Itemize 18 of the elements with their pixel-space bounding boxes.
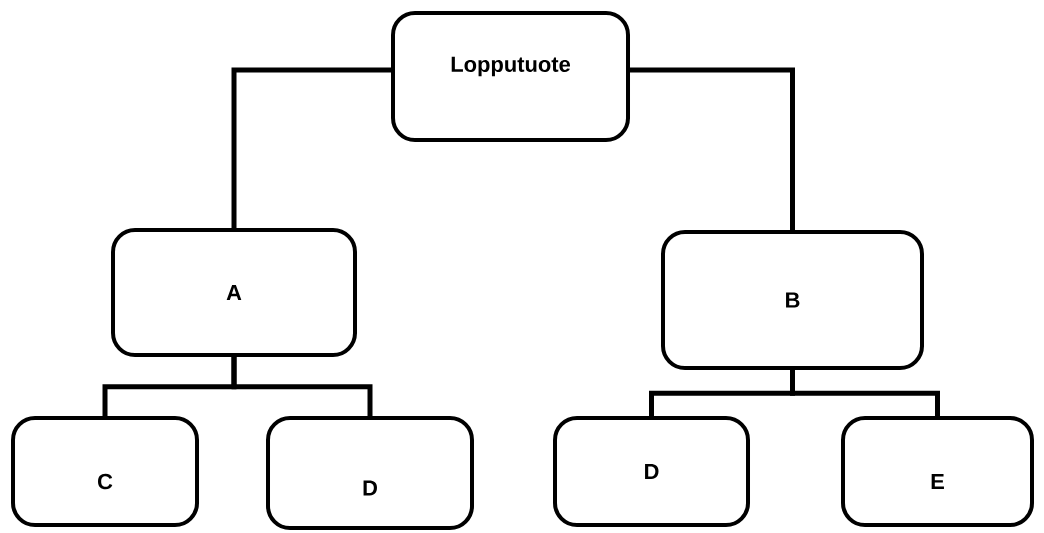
process-box (111, 228, 357, 357)
connector-line (628, 67, 795, 232)
connector-line (231, 67, 393, 230)
box-label: D (363, 480, 377, 496)
process-box (661, 230, 924, 370)
box-label: C (98, 473, 113, 490)
connector-line (231, 355, 373, 418)
process-box (391, 11, 630, 142)
connector-line (790, 368, 940, 418)
process-box (266, 416, 474, 530)
box-label: Lopputuote (451, 56, 571, 77)
box-label: A (226, 284, 242, 301)
box-label: B (786, 292, 800, 308)
box-label: D (645, 463, 659, 480)
box-label: E (931, 473, 944, 490)
process-box (11, 416, 199, 527)
process-box (553, 416, 750, 527)
process-box (841, 416, 1034, 527)
